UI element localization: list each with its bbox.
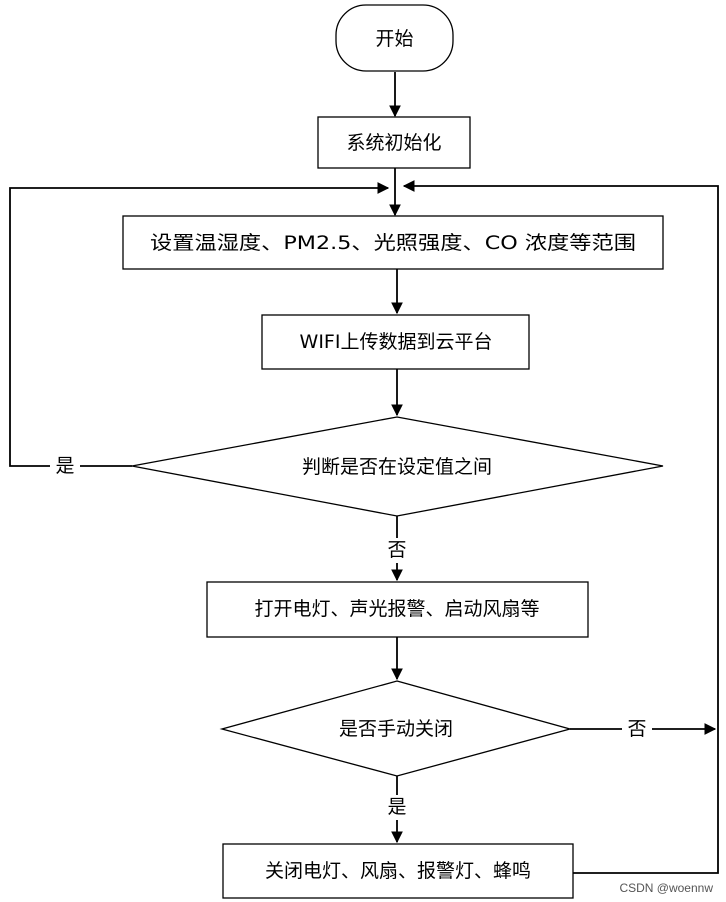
- set-range-label: 设置温湿度、PM2.5、光照强度、CO 浓度等范围: [150, 232, 636, 254]
- alarm-label: 打开电灯、声光报警、启动风扇等: [254, 598, 539, 620]
- node-alarm: 打开电灯、声光报警、启动风扇等: [206, 581, 589, 638]
- init-label: 系统初始化: [346, 132, 441, 154]
- node-set-range: 设置温湿度、PM2.5、光照强度、CO 浓度等范围: [122, 215, 664, 270]
- shutdown-label: 关闭电灯、风扇、报警灯、蜂鸣: [265, 860, 531, 882]
- node-start: 开始: [335, 4, 454, 72]
- node-shutdown: 关闭电灯、风扇、报警灯、蜂鸣: [222, 843, 574, 899]
- alarm-process-box: [206, 581, 589, 638]
- manual-no-label-bg: [622, 717, 652, 742]
- upload-process-box: [261, 314, 530, 370]
- node-init: 系统初始化: [317, 116, 471, 169]
- start-label: 开始: [375, 28, 413, 50]
- check-manual-label: 是否手动关闭: [339, 718, 453, 740]
- set-range-process-box: [122, 215, 664, 270]
- check-range-label: 判断是否在设定值之间: [302, 456, 492, 478]
- range-yes-label: 是: [55, 455, 74, 477]
- check-range-decision-diamond: [131, 416, 664, 517]
- node-upload: WIFI上传数据到云平台: [261, 314, 530, 370]
- edge-labels: 是 否 否 是: [50, 454, 652, 820]
- shutdown-process-box: [222, 843, 574, 899]
- manual-yes-label: 是: [387, 796, 406, 818]
- node-check-range: 判断是否在设定值之间: [131, 416, 664, 517]
- manual-yes-label-bg: [383, 795, 411, 820]
- node-check-manual: 是否手动关闭: [219, 680, 573, 777]
- range-no-label-bg: [383, 538, 411, 563]
- upload-label: WIFI上传数据到云平台: [300, 331, 493, 353]
- range-no-label: 否: [387, 539, 406, 561]
- range-yes-label-bg: [50, 454, 80, 479]
- manual-no-label: 否: [627, 718, 646, 740]
- check-manual-decision-diamond: [219, 680, 573, 777]
- edge-right-rail-loop: [402, 180, 719, 874]
- watermark-text: CSDN @woennw: [619, 881, 713, 895]
- init-process-box: [317, 116, 471, 169]
- start-terminal-shape: [335, 4, 454, 72]
